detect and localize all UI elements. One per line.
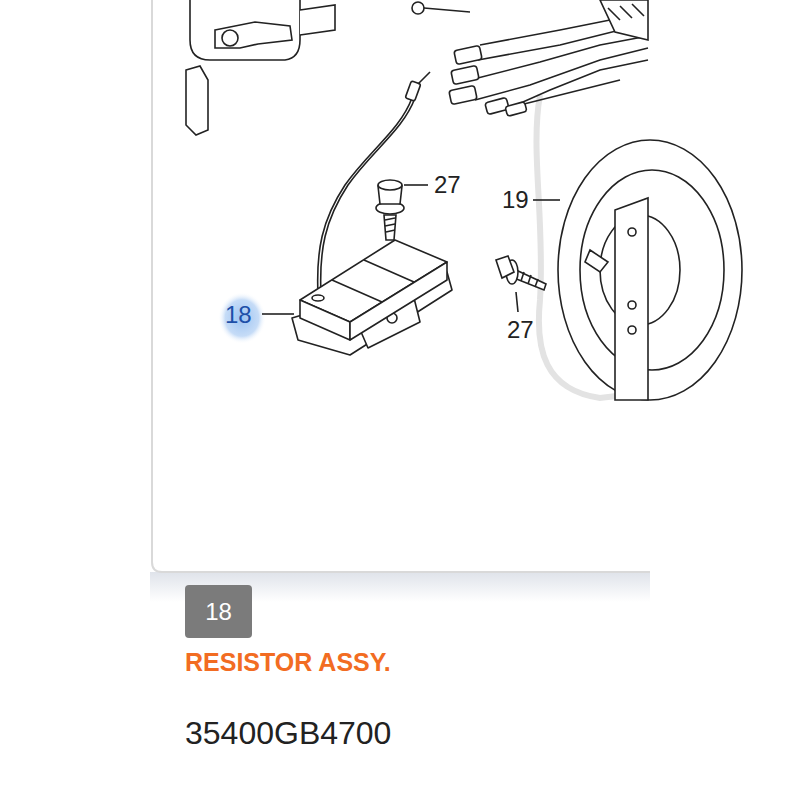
- callout-number: 19: [502, 188, 529, 212]
- part-name: RESISTOR ASSY.: [185, 650, 391, 675]
- part-number: 35400GB4700: [185, 717, 391, 749]
- callout-number: 27: [434, 173, 461, 197]
- badge-text: 18: [205, 600, 232, 624]
- item-number-badge: 18: [185, 585, 252, 638]
- callout-number: 18: [225, 303, 252, 327]
- callout-number: 27: [507, 318, 534, 342]
